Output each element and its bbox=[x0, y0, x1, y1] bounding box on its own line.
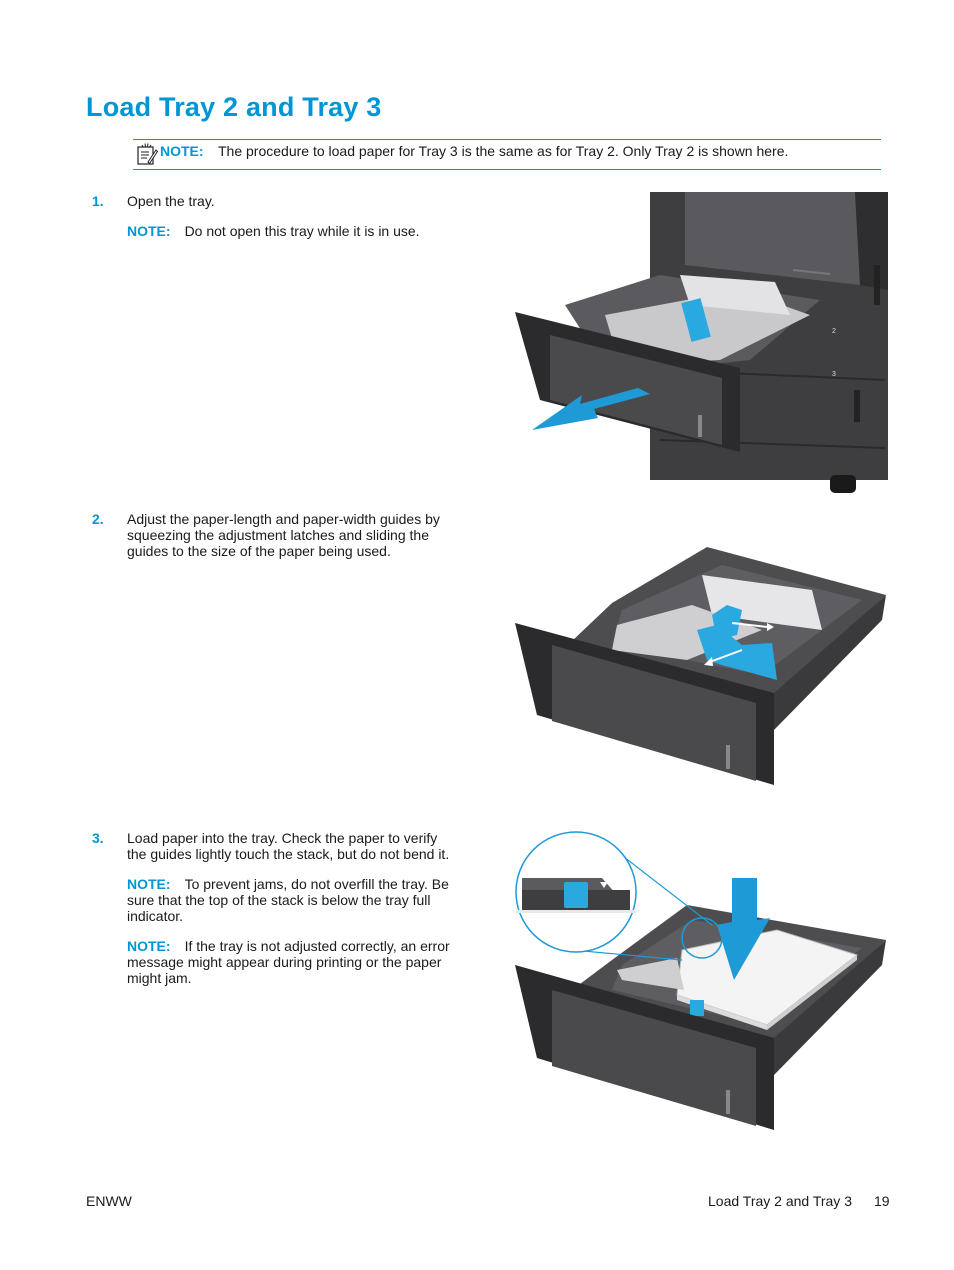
figure-adjust-guides bbox=[515, 547, 886, 785]
tray-2-label: 2 bbox=[832, 328, 836, 335]
step-text: Adjust the paper-length and paper-width … bbox=[127, 511, 440, 559]
step-number: 2. bbox=[92, 511, 104, 527]
step-text: Open the tray. bbox=[127, 193, 215, 209]
note-label: NOTE: bbox=[160, 143, 204, 159]
length-guide bbox=[690, 1000, 704, 1016]
note-text: The procedure to load paper for Tray 3 i… bbox=[218, 143, 789, 159]
pull-arrow bbox=[532, 388, 650, 430]
step-note: NOTE: Do not open this tray while it is i… bbox=[127, 223, 457, 239]
step-text: Load paper into the tray. Check the pape… bbox=[127, 830, 450, 862]
footer-left: ENWW bbox=[86, 1193, 132, 1209]
step-number: 1. bbox=[92, 193, 104, 209]
note-icon bbox=[137, 143, 158, 165]
printer-front-panel bbox=[685, 192, 860, 285]
step-note: NOTE:To prevent jams, do not overfill th… bbox=[127, 876, 457, 924]
footer-section: Load Tray 2 and Tray 3 bbox=[708, 1193, 852, 1209]
page-title: Load Tray 2 and Tray 3 bbox=[86, 92, 382, 122]
step-note: NOTE:If the tray is not adjusted correct… bbox=[127, 938, 457, 986]
top-note: NOTE: The procedure to load paper for Tr… bbox=[133, 139, 881, 170]
figure-load-paper bbox=[515, 831, 886, 1130]
load-arrow bbox=[717, 878, 770, 980]
note-label: NOTE: bbox=[127, 223, 171, 239]
full-indicator bbox=[564, 882, 588, 908]
note-text: If the tray is not adjusted correctly, a… bbox=[127, 938, 450, 986]
note-label: NOTE: bbox=[127, 938, 171, 954]
tray-3-label: 3 bbox=[832, 371, 836, 378]
note-label: NOTE: bbox=[127, 876, 171, 892]
figure-open-tray: 2 3 bbox=[515, 192, 888, 493]
footer-right: Load Tray 2 and Tray 3 19 bbox=[708, 1193, 890, 1209]
page-number: 19 bbox=[873, 1193, 890, 1209]
printer-foot bbox=[830, 475, 856, 493]
zoom-target-circle bbox=[681, 917, 723, 959]
note-text: To prevent jams, do not overfill the tra… bbox=[127, 876, 449, 924]
step-number: 3. bbox=[92, 830, 104, 846]
note-text: Do not open this tray while it is in use… bbox=[184, 223, 420, 239]
